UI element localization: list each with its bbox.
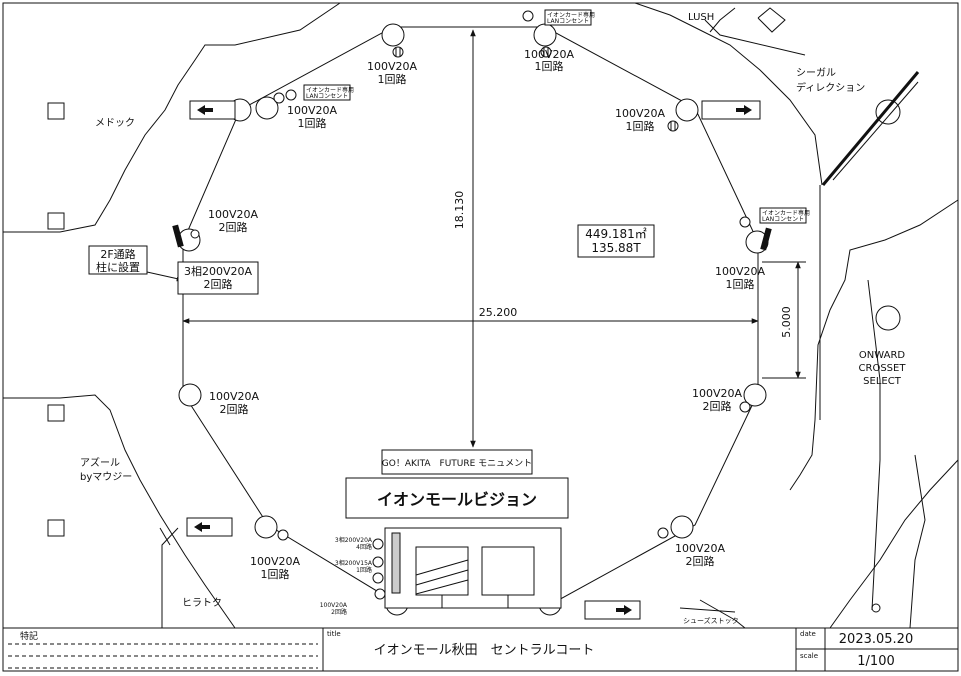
round-pillar [875, 305, 901, 331]
title-field-label: title [327, 630, 341, 638]
shop-azul-2: byマウジー [80, 471, 132, 483]
outlet-top-right-line2: 1回路 [626, 120, 655, 133]
pillar-squares [47, 102, 65, 537]
svg-text:イオンカード専用: イオンカード専用 [306, 86, 354, 94]
outlet-right-upper-line2: 1回路 [726, 278, 755, 291]
outlet-left-upper-line1: 100V20A [208, 208, 259, 221]
drawing-date: 2023.05.20 [839, 632, 913, 647]
area-sqm: 449.181㎡ [585, 227, 647, 241]
outlet-top-right-line1: 100V20A [615, 107, 666, 120]
shop-seagull-1: シーガル [796, 67, 836, 79]
outlet-bottom-left-line1: 100V20A [250, 555, 301, 568]
shop-onward-2: CROSSET [859, 363, 907, 374]
area-box [577, 224, 655, 258]
shop-azul-1: アズール [80, 456, 120, 469]
pillar-note-leader [146, 271, 184, 282]
drawing-scale: 1/100 [857, 654, 894, 669]
svg-text:3相200V15A: 3相200V15A [335, 559, 373, 567]
date-field-label: date [800, 630, 816, 638]
outlet-symbols [190, 10, 751, 600]
area-tsubo: 135.88T [591, 241, 641, 255]
svg-text:4回路: 4回路 [356, 543, 372, 551]
outlet-bottom-right-line1: 100V20A [675, 542, 726, 555]
svg-text:2回路: 2回路 [331, 608, 347, 616]
outlet-left-lower-line2: 2回路 [220, 403, 249, 416]
shop-shoes: シューズストック [683, 616, 739, 625]
outlet-top-right-top-line2: 1回路 [535, 60, 564, 73]
three-phase-line1: 3相200V20A [184, 265, 253, 278]
shop-labels: LUSH メドック シーガル ディレクション ONWARD CROSSET SE… [80, 12, 906, 625]
outlet-left-upper-line2: 2回路 [219, 221, 248, 234]
outlet-right-upper-line1: 100V20A [715, 265, 766, 278]
escalator-edge [821, 71, 920, 186]
svg-text:LANコンセント: LANコンセント [762, 216, 804, 223]
shop-onward-3: SELECT [863, 376, 902, 387]
vision-structure [384, 527, 562, 609]
outlet-top-center-line2: 1回路 [378, 73, 407, 86]
outlet-left-lower-line1: 100V20A [209, 390, 260, 403]
dimension-vertical-label: 18.130 [453, 191, 466, 230]
cable-stubs [172, 224, 772, 251]
svg-text:3相200V20A: 3相200V20A [335, 536, 373, 544]
escalator-edge-inner [832, 81, 919, 181]
title-block: 特記 title イオンモール秋田 セントラルコート date 2023.05.… [2, 627, 959, 672]
outlet-top-center-line1: 100V20A [367, 60, 418, 73]
outlet-top-right-top-line1: 100V20A [524, 48, 575, 61]
three-phase-box [177, 261, 259, 295]
dimension-side-label: 5.000 [780, 306, 793, 338]
svg-text:イオンカード専用: イオンカード専用 [762, 209, 810, 217]
shop-hiratoku: ヒラトク [182, 597, 222, 609]
pillar-note-line1: 2F通路 [100, 248, 135, 261]
outlet-top-left-line1: 100V20A [287, 104, 338, 117]
lan-labels: イオンカード専用 LANコンセント イオンカード専用 LANコンセント イオンカ… [303, 9, 810, 224]
outlet-right-lower-line1: 100V20A [692, 387, 743, 400]
outlet-right-lower-line2: 2回路 [703, 400, 732, 413]
tokki-label: 特記 [20, 630, 38, 642]
shop-onward-1: ONWARD [859, 350, 905, 361]
shop-seagull-2: ディレクション [796, 81, 865, 94]
svg-text:100V20A: 100V20A [320, 602, 348, 609]
monument-label: GO！AKITA FUTURE モニュメント [382, 458, 532, 469]
mall-outline [3, 2, 959, 629]
outlet-labels: 100V20A 1回路 100V20A 1回路 100V20A 1回路 100V… [208, 48, 766, 581]
svg-text:1回路: 1回路 [356, 566, 372, 574]
outlet-bottom-right-line2: 2回路 [686, 555, 715, 568]
vision-label: イオンモールビジョン [377, 490, 537, 509]
outlet-top-left-line2: 1回路 [298, 117, 327, 130]
round-pillar [875, 99, 901, 125]
monument-box [381, 449, 533, 475]
round-pillar [871, 603, 881, 613]
svg-text:LANコンセント: LANコンセント [306, 93, 348, 100]
shop-medoc: メドック [95, 117, 135, 129]
outlet-bottom-left-line2: 1回路 [261, 568, 290, 581]
pillar-note-line2: 柱に設置 [96, 260, 140, 274]
pillar-note-box [88, 245, 148, 275]
stage-small-labels: 3相200V20A 4回路 3相200V15A 1回路 100V20A 2回路 [320, 536, 373, 616]
svg-text:LANコンセント: LANコンセント [547, 18, 589, 25]
dimension-horizontal-label: 25.200 [479, 306, 518, 319]
shop-lush: LUSH [688, 12, 714, 23]
scale-field-label: scale [800, 652, 818, 660]
drawing-title: イオンモール秋田 セントラルコート [374, 643, 595, 658]
svg-text:イオンカード専用: イオンカード専用 [547, 11, 595, 19]
exit-signs [186, 100, 761, 620]
vision-sign [345, 477, 569, 519]
three-phase-line2: 2回路 [204, 278, 233, 291]
